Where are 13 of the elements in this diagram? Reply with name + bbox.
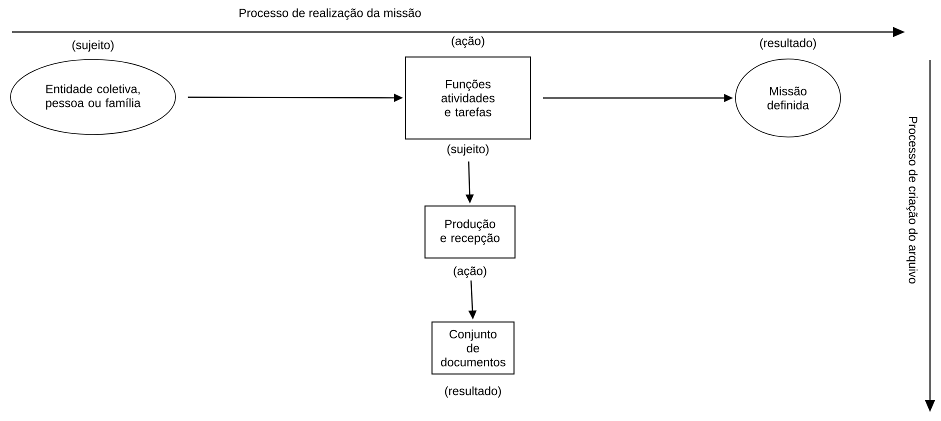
annotation-label: (resultado) <box>760 38 816 50</box>
ellipse-node: Missão definida <box>735 58 841 138</box>
annotation-label: (resultado) <box>445 386 501 398</box>
process-box: Conjunto de documentos <box>432 322 514 374</box>
annotation-label: (ação) <box>454 266 486 278</box>
annotation-label: (sujeito) <box>72 40 114 52</box>
process-box: Produção e recepção <box>424 206 516 258</box>
annotation-label: (sujeito) <box>447 144 489 156</box>
process-label: Processo de realização da missão <box>240 8 421 20</box>
annotation-label: (ação) <box>452 36 484 48</box>
process-label: Processo de criação do arquivo <box>906 116 918 284</box>
ellipse-node: Entidade coletiva, pessoa ou família <box>10 59 176 135</box>
process-box: Funções atividades e tarefas <box>405 56 531 140</box>
